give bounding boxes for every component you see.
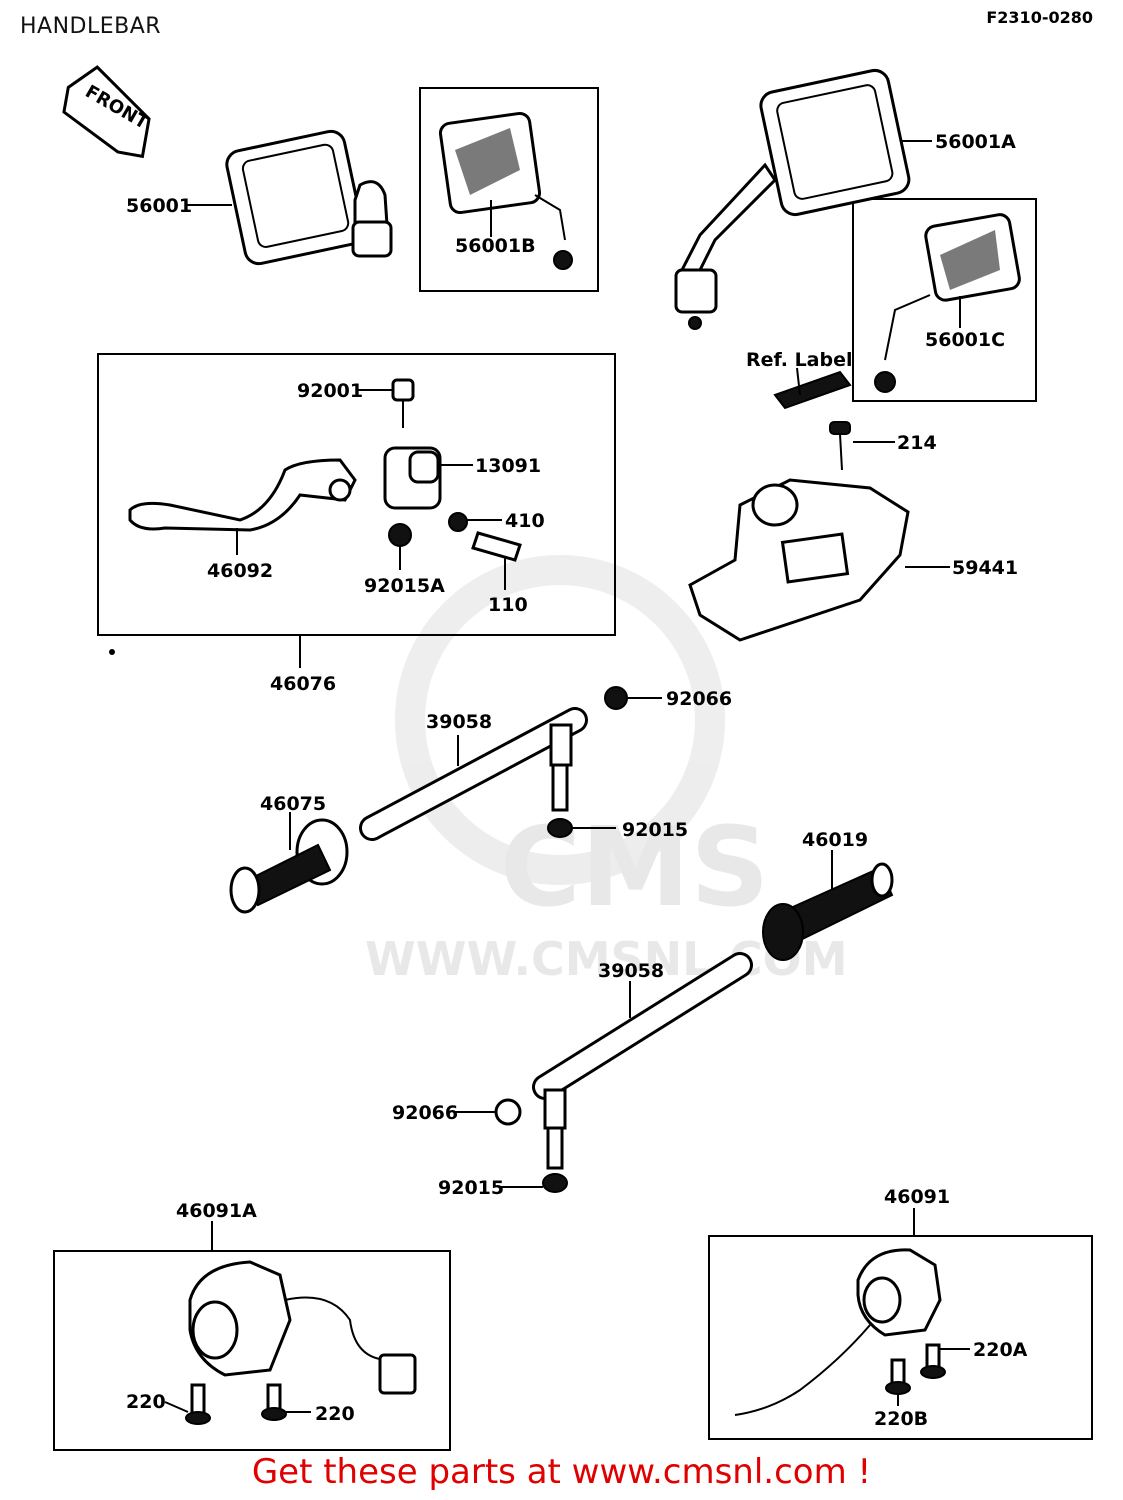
diagram-code: F2310-0280	[986, 8, 1093, 27]
mirror-56001	[225, 129, 393, 266]
registration-dot	[109, 649, 115, 655]
watermark-logo: CMS	[500, 803, 769, 931]
label-220-left: 220	[126, 1391, 166, 1413]
label-220A: 220A	[973, 1339, 1028, 1361]
label-92015-bottom: 92015	[438, 1177, 504, 1199]
label-59441: 59441	[952, 557, 1018, 579]
label-220-right: 220	[315, 1403, 355, 1425]
label-410: 410	[505, 510, 545, 532]
lever-assembly-box	[97, 353, 616, 636]
label-56001A: 56001A	[935, 131, 1016, 153]
label-46091A: 46091A	[176, 1200, 257, 1222]
label-46091: 46091	[884, 1186, 950, 1208]
label-39058-top: 39058	[426, 711, 492, 733]
switch-46091	[734, 1248, 946, 1416]
handlebar-pipe-39058-top	[359, 686, 628, 841]
grip-46075	[229, 818, 349, 914]
clutch-lever-46092	[128, 458, 357, 532]
label-56001C: 56001C	[925, 329, 1005, 351]
mirror-56001A	[674, 68, 911, 330]
label-220B: 220B	[874, 1408, 928, 1430]
handlebar-cover-59441	[688, 370, 910, 642]
mirror-56001B-box	[419, 87, 599, 292]
leader-lines	[164, 140, 970, 1413]
label-92015-top: 92015	[622, 819, 688, 841]
grip-46019	[762, 862, 894, 961]
switch-46091A-box	[53, 1250, 451, 1451]
label-13091: 13091	[475, 455, 541, 477]
label-46075: 46075	[260, 793, 326, 815]
footer-link[interactable]: Get these parts at www.cmsnl.com !	[251, 1452, 872, 1492]
mirror-56001C	[874, 213, 1021, 393]
label-92015A: 92015A	[364, 575, 445, 597]
part-labels: 56001 56001B 56001A 56001C Ref. Label 21…	[126, 131, 1028, 1430]
lever-holder-13091	[383, 378, 522, 562]
switch-46091-box	[708, 1235, 1093, 1440]
mirror-56001C-box	[852, 198, 1037, 402]
mirror-56001B	[438, 111, 573, 270]
label-ref-label: Ref. Label	[746, 349, 853, 371]
label-56001B: 56001B	[455, 235, 536, 257]
switch-46091A	[185, 1260, 417, 1425]
front-arrow: FRONT	[62, 65, 152, 159]
handlebar-pipe-39058-bottom	[494, 952, 753, 1193]
label-214: 214	[897, 432, 937, 454]
label-56001: 56001	[126, 195, 192, 217]
label-46076: 46076	[270, 673, 336, 695]
label-92001: 92001	[297, 380, 363, 402]
label-46092: 46092	[207, 560, 273, 582]
label-46019: 46019	[802, 829, 868, 851]
label-92066-top: 92066	[666, 688, 732, 710]
label-39058-bottom: 39058	[598, 960, 664, 982]
label-92066-bottom: 92066	[392, 1102, 458, 1124]
label-110: 110	[488, 594, 528, 616]
page-title: HANDLEBAR	[20, 14, 162, 39]
